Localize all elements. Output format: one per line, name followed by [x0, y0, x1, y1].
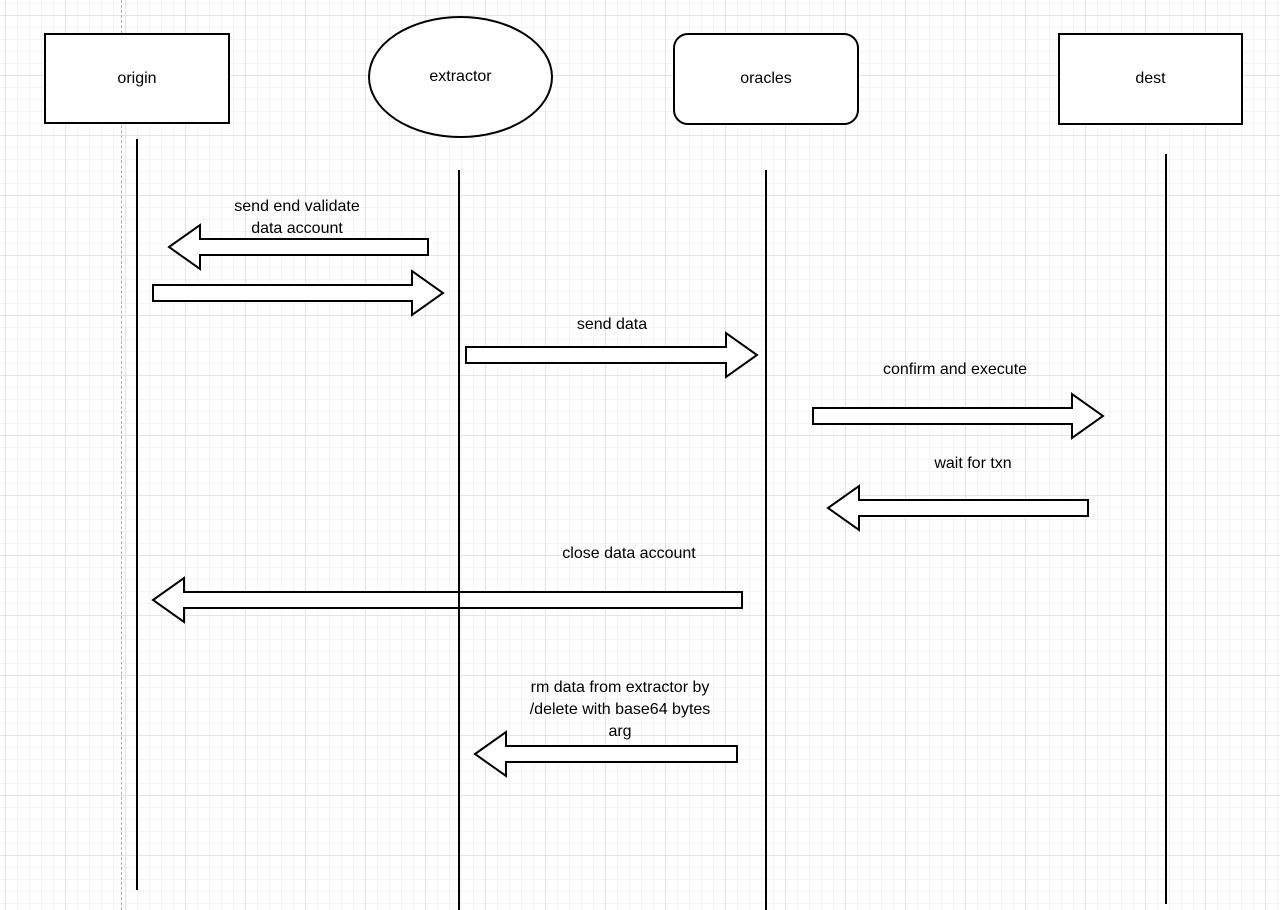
message-label-rm-data-from-extractor[interactable]: rm data from extractor by /delete with b…: [529, 679, 711, 740]
lifeline-dest[interactable]: [1165, 154, 1167, 904]
message-label-confirm-and-execute[interactable]: confirm and execute: [882, 361, 1028, 378]
message-label-send-data[interactable]: send data: [576, 316, 648, 333]
participant-extractor-label: extractor: [429, 68, 492, 85]
participant-origin-label: origin: [117, 69, 157, 87]
participant-origin[interactable]: origin: [44, 33, 230, 124]
lifeline-origin[interactable]: [136, 139, 138, 890]
arrow-send-end-validate-data-account[interactable]: [167, 223, 430, 271]
arrow-wait-for-txn[interactable]: [826, 484, 1090, 532]
message-label-wait-for-txn[interactable]: wait for txn: [934, 455, 1012, 472]
participant-dest-label: dest: [1135, 70, 1166, 87]
arrow-origin-to-extractor[interactable]: [151, 269, 445, 317]
arrow-send-data[interactable]: [464, 331, 759, 379]
participant-oracles[interactable]: oracles: [673, 33, 859, 125]
lifeline-oracles[interactable]: [765, 170, 767, 910]
lifeline-extractor[interactable]: [458, 170, 460, 910]
message-label-send-end-validate-data-account[interactable]: send end validate data account: [234, 198, 360, 237]
arrow-close-data-account[interactable]: [151, 576, 744, 624]
arrow-rm-data-from-extractor[interactable]: [473, 730, 739, 778]
participant-extractor[interactable]: extractor: [368, 16, 553, 138]
arrow-confirm-and-execute[interactable]: [811, 392, 1105, 440]
message-label-close-data-account[interactable]: close data account: [562, 545, 696, 562]
participant-dest[interactable]: dest: [1058, 33, 1243, 125]
vertical-dashed-guide-line: [121, 0, 122, 910]
participant-oracles-label: oracles: [740, 70, 792, 87]
